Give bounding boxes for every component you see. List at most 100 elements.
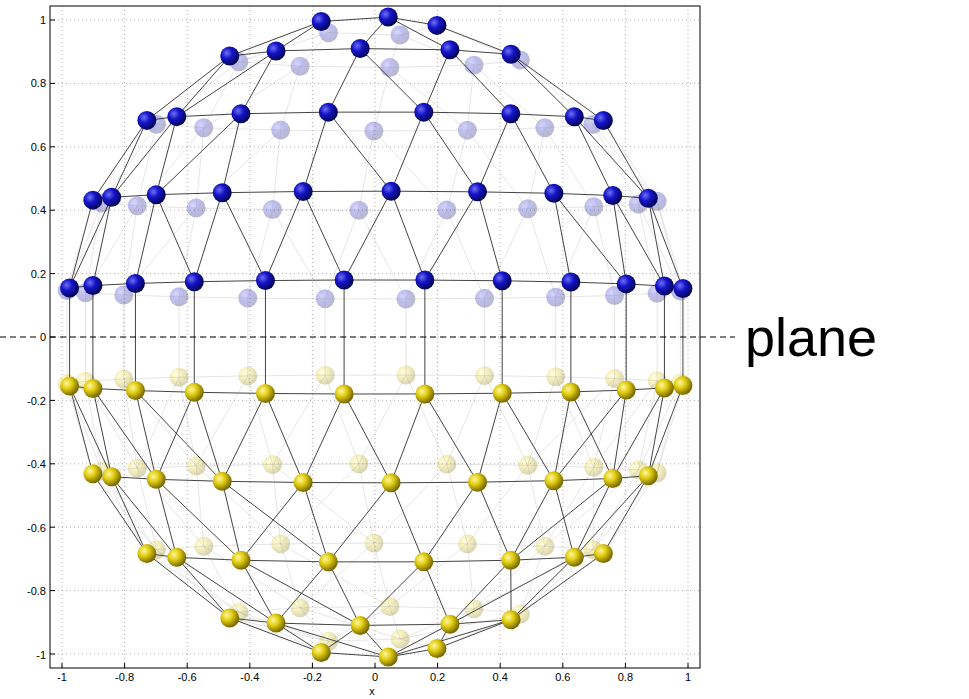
tick-mark bbox=[500, 663, 501, 668]
sphere-point bbox=[565, 107, 584, 126]
mesh-edge bbox=[156, 193, 222, 195]
mesh-edge bbox=[400, 609, 474, 639]
sphere-point bbox=[167, 107, 186, 126]
mesh-edge bbox=[204, 544, 281, 546]
mesh-edge bbox=[528, 465, 545, 546]
mesh-edge bbox=[390, 544, 468, 607]
mesh-edge bbox=[112, 477, 147, 554]
mesh-edge bbox=[556, 295, 615, 297]
sphere-point bbox=[102, 467, 121, 486]
plane-line bbox=[0, 336, 735, 337]
mesh-edge bbox=[300, 543, 374, 608]
mesh-edge bbox=[467, 65, 474, 130]
grid-line bbox=[437, 6, 438, 668]
mesh-edge bbox=[594, 381, 657, 468]
mesh-edge bbox=[93, 388, 156, 479]
mesh-edge bbox=[328, 49, 360, 113]
sphere-point bbox=[60, 278, 79, 297]
mesh-edge bbox=[511, 557, 574, 620]
sphere-point bbox=[427, 639, 446, 658]
tick-mark bbox=[187, 663, 188, 668]
mesh-edge bbox=[374, 543, 467, 545]
mesh-edge bbox=[359, 210, 406, 299]
sphere-point bbox=[319, 103, 338, 122]
sphere-point bbox=[126, 274, 145, 293]
mesh-edge bbox=[613, 388, 665, 479]
mesh-edge bbox=[344, 279, 425, 280]
mesh-edge bbox=[177, 56, 230, 117]
sphere-point bbox=[256, 384, 275, 403]
sphere-point bbox=[83, 191, 102, 210]
sphere-point bbox=[147, 470, 166, 489]
sphere-point bbox=[83, 276, 102, 295]
mesh-edge bbox=[194, 281, 265, 282]
mesh-edge bbox=[528, 209, 556, 297]
mesh-edge bbox=[474, 65, 545, 128]
mesh-edge bbox=[137, 468, 203, 546]
tick-mark bbox=[625, 663, 626, 668]
tick-mark bbox=[50, 527, 55, 528]
sphere-point bbox=[185, 272, 204, 291]
mesh-edge bbox=[425, 393, 502, 395]
mesh-edge bbox=[67, 200, 93, 290]
mesh-edge bbox=[425, 280, 502, 282]
mesh-edge bbox=[147, 554, 230, 618]
sphere-point bbox=[351, 616, 370, 635]
mesh-edge bbox=[303, 394, 344, 482]
mesh-edge bbox=[222, 193, 265, 281]
mesh-edge bbox=[424, 112, 511, 114]
mesh-edge bbox=[390, 606, 474, 608]
mesh-edge bbox=[93, 197, 112, 285]
mesh-edge bbox=[478, 192, 554, 193]
mesh-edge bbox=[222, 393, 265, 481]
mesh-edge bbox=[359, 375, 406, 464]
mesh-edge bbox=[447, 209, 528, 210]
mesh-edge bbox=[574, 476, 648, 558]
sphere-point bbox=[382, 473, 401, 492]
mesh-edge bbox=[272, 464, 280, 543]
mesh-edge bbox=[556, 207, 594, 297]
sphere-point bbox=[60, 377, 79, 396]
sphere-point bbox=[319, 552, 338, 571]
mesh-edge bbox=[124, 295, 179, 297]
mesh-edge bbox=[511, 114, 554, 194]
mesh-edge bbox=[344, 191, 391, 280]
mesh-edge bbox=[156, 550, 229, 618]
sphere-point bbox=[294, 182, 313, 201]
sphere-point bbox=[415, 384, 434, 403]
mesh-edge bbox=[247, 298, 248, 376]
mesh-edge bbox=[638, 383, 680, 470]
sphere-point bbox=[379, 647, 398, 666]
mesh-edge bbox=[196, 208, 272, 209]
mesh-edge bbox=[177, 114, 241, 117]
mesh-edge bbox=[194, 193, 222, 282]
mesh-edge bbox=[545, 467, 594, 546]
mesh-edge bbox=[390, 65, 474, 67]
mesh-edge bbox=[374, 68, 390, 131]
mesh-edge bbox=[241, 112, 328, 114]
sphere-point bbox=[213, 183, 232, 202]
sphere-point bbox=[440, 40, 459, 59]
axis-tick-label: 0.8 bbox=[617, 672, 634, 683]
mesh-edge bbox=[272, 130, 280, 209]
mesh-edge bbox=[272, 210, 325, 299]
mesh-edge bbox=[424, 560, 511, 562]
mesh-edge bbox=[360, 562, 424, 626]
mesh-edge bbox=[325, 375, 406, 376]
mesh-edge bbox=[179, 376, 248, 377]
mesh-edge bbox=[424, 482, 478, 562]
mesh-edge bbox=[204, 128, 281, 130]
mesh-edge bbox=[147, 554, 239, 613]
mesh-edge bbox=[300, 66, 390, 67]
mesh-edge bbox=[328, 562, 360, 626]
mesh-edge bbox=[528, 465, 594, 467]
mesh-edge bbox=[328, 483, 391, 562]
sphere-point bbox=[414, 103, 433, 122]
sphere-point bbox=[267, 614, 286, 633]
mesh-edge bbox=[265, 279, 344, 281]
mesh-edge bbox=[265, 393, 303, 482]
mesh-edge bbox=[593, 124, 638, 204]
mesh-edge bbox=[67, 384, 93, 474]
mesh-edge bbox=[222, 191, 303, 192]
axis-tick-label: -0.6 bbox=[26, 523, 47, 534]
